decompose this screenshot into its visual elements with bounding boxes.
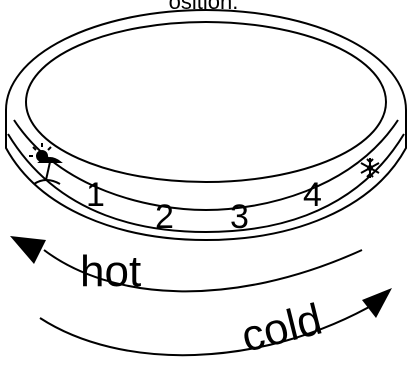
snowflake-icon: [360, 158, 380, 178]
cold-arrow: [39, 288, 392, 357]
hot-label: hot: [80, 247, 141, 296]
dial-numeral-4: 4: [303, 176, 322, 214]
cold-label: cold: [237, 295, 327, 362]
sun-umbrella-icon: [29, 143, 63, 185]
top-caption-fragment: osition.: [0, 0, 407, 12]
dial-numeral-2: 2: [155, 198, 174, 236]
dial-numeral-1: 1: [86, 176, 105, 214]
hot-arrow: [10, 236, 363, 293]
control-knob: [5, 9, 407, 242]
dial-numeral-3: 3: [230, 198, 249, 236]
